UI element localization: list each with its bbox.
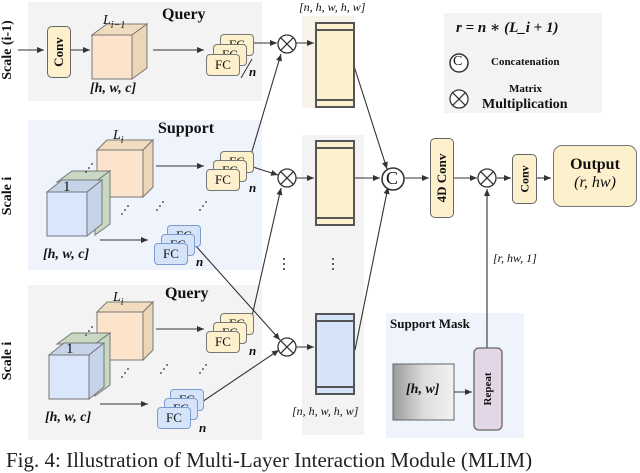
legend-mult-label-1: Matrix: [509, 83, 542, 95]
correlation-column-middle: [315, 140, 355, 226]
conv-block-top: Conv: [47, 26, 71, 78]
fc-layer: FC: [206, 54, 240, 76]
legend-concat-icon-letter: C: [453, 54, 463, 69]
diagram-canvas: [18, 23, 551, 431]
multiply-icon-bottom: [277, 337, 297, 357]
correlation-column-bottom: [315, 313, 355, 395]
layer-label-support: Li: [113, 128, 124, 146]
n-label-query-top: n: [249, 64, 257, 79]
layer-label-query: Li: [113, 290, 124, 308]
first-layer-label-support: 1: [63, 179, 71, 195]
layer-label-top-sub: i−1: [110, 19, 126, 31]
arrow-support-fc-to-mult-top: [249, 53, 282, 159]
fc-layer: FC: [206, 331, 240, 353]
repeat-label: Repeat: [482, 372, 494, 406]
legend-mult-label-2: Multiplication: [482, 97, 568, 112]
dims-label-query-top: [h, w, c]: [90, 81, 137, 96]
concat-icon-letter: C: [386, 168, 399, 188]
arrow-support-fc-to-mult-mid: [249, 165, 279, 176]
multiply-icon-top: [277, 34, 297, 54]
legend-box: [444, 13, 602, 113]
mask-dims-label: [r, hw, 1]: [493, 251, 537, 265]
conv4d-label: 4D Conv: [434, 153, 449, 203]
repeat-block: Repeat: [474, 348, 502, 430]
scale-label-bottom: Scale i: [0, 341, 15, 381]
scale-label-top: Scale (i-1): [0, 20, 15, 80]
n-label-support-blue: n: [196, 254, 204, 269]
query-title-bottom: Query: [165, 285, 209, 302]
conv-block-output: Conv: [512, 154, 537, 204]
n-label-query-yellow: n: [249, 343, 257, 358]
arrow-col-bottom-to-concat: [354, 186, 390, 351]
multiply-icon-legend: [449, 89, 469, 109]
legend-formula: r = n ∗ (L_i + 1): [456, 20, 559, 36]
arrow-query-bluefc-to-mult-bottom: [195, 349, 280, 407]
conv4d-block: 4D Conv: [430, 138, 454, 218]
scale-label-middle: Scale i: [0, 176, 15, 216]
support-mask-title: Support Mask: [390, 316, 470, 331]
output-block: Output (r, hw): [553, 145, 637, 207]
n-label-support-yellow: n: [249, 180, 257, 195]
figure-caption: Fig. 4: Illustration of Multi-Layer Inte…: [6, 448, 533, 472]
support-mask-dims: [h, w]: [406, 382, 440, 397]
conv-block-output-label: Conv: [517, 165, 531, 193]
support-mask-image: [392, 363, 455, 421]
first-layer-label-query: 1: [66, 341, 74, 357]
layer-label-top: Li−1: [103, 13, 126, 31]
conv-block-top-label: Conv: [51, 37, 66, 67]
concat-icon: [381, 167, 405, 191]
dims-label-support: [h, w, c]: [43, 247, 90, 262]
arrow-query-fc-to-mult-mid: [249, 187, 283, 326]
ellipsis-dots: [85, 163, 334, 378]
output-dims: (r, hw): [574, 174, 616, 191]
fc-layer: FC: [157, 407, 191, 429]
layer-cube-top: [90, 23, 149, 80]
arrow-col-top-to-concat: [353, 65, 388, 170]
query-title-top: Query: [162, 6, 206, 23]
support-title: Support: [158, 120, 215, 137]
correlation-column-top: [315, 22, 355, 108]
layer-cube-query-first: [47, 332, 112, 401]
arrow-support-bluefc-to-mult-bottom: [194, 244, 281, 341]
fc-layer: FC: [206, 169, 240, 191]
output-title: Output: [570, 156, 620, 173]
multiply-icon-middle: [277, 168, 297, 188]
column-dims-bottom: [n, h, w, h, w]: [292, 404, 359, 418]
fc-layer: FC: [154, 243, 188, 265]
legend-concat-label: Concatenation: [491, 56, 560, 68]
column-dims-top: [n, h, w, h, w]: [299, 0, 366, 14]
repeat-box: [473, 347, 503, 431]
dims-label-query-bottom: [h, w, c]: [45, 410, 92, 425]
multiply-icon-output: [477, 168, 497, 188]
n-label-query-blue: n: [199, 420, 207, 435]
layer-cube-support-first: [45, 170, 112, 238]
concat-icon-legend: [449, 53, 469, 73]
